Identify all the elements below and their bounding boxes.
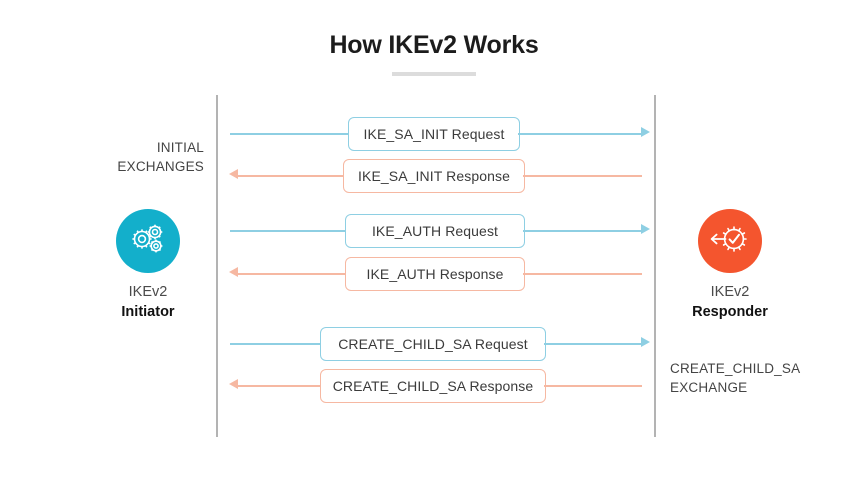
message-row: IKE_SA_INIT Request [0, 117, 868, 151]
arrowhead-right-icon [641, 224, 650, 234]
responder-name: IKEv2 [710, 284, 750, 300]
lifeline-initiator [216, 95, 218, 437]
message-box: IKE_SA_INIT Request [348, 117, 520, 151]
title-underline-rule [392, 72, 476, 76]
message-row: IKE_SA_INIT Response [0, 159, 868, 193]
arrowhead-left-icon [229, 169, 238, 179]
message-row: IKE_AUTH Response [0, 257, 868, 291]
lifeline-responder [654, 95, 656, 437]
label-initial-exchanges: INITIAL EXCHANGES [117, 140, 204, 174]
message-line-request [230, 133, 350, 135]
initiator-icon-badge [116, 209, 180, 273]
actor-responder: IKEv2 Responder [650, 209, 810, 322]
message-box: CREATE_CHILD_SA Request [320, 327, 546, 361]
message-line-request [544, 343, 642, 345]
actor-initiator: IKEv2 Initiator [68, 209, 228, 322]
responder-icon-badge [698, 209, 762, 273]
message-row: CREATE_CHILD_SA Response [0, 369, 868, 403]
message-box: IKE_AUTH Request [345, 214, 525, 248]
message-line-response [237, 385, 322, 387]
arrowhead-left-icon [229, 267, 238, 277]
message-line-response [523, 175, 642, 177]
arrowhead-right-icon [641, 127, 650, 137]
message-line-response [523, 273, 642, 275]
page-title: How IKEv2 Works [329, 31, 539, 59]
message-line-request [523, 230, 642, 232]
initiator-role: Initiator [121, 304, 175, 320]
gears-icon [128, 219, 168, 264]
message-line-response [237, 175, 345, 177]
message-line-request [230, 230, 347, 232]
responder-role: Responder [692, 304, 768, 320]
message-box: IKE_AUTH Response [345, 257, 525, 291]
arrowhead-left-icon [229, 379, 238, 389]
message-line-response [544, 385, 642, 387]
message-line-response [237, 273, 347, 275]
initiator-name: IKEv2 [128, 284, 168, 300]
message-line-request [230, 343, 322, 345]
arrowhead-right-icon [641, 337, 650, 347]
message-line-request [518, 133, 642, 135]
message-row: CREATE_CHILD_SA Request [0, 327, 868, 361]
message-box: IKE_SA_INIT Response [343, 159, 525, 193]
gear-check-arrow-icon [709, 219, 751, 264]
message-box: CREATE_CHILD_SA Response [320, 369, 546, 403]
message-row: IKE_AUTH Request [0, 214, 868, 248]
label-create-child-sa-exchange: CREATE_CHILD_SA EXCHANGE [670, 361, 801, 395]
